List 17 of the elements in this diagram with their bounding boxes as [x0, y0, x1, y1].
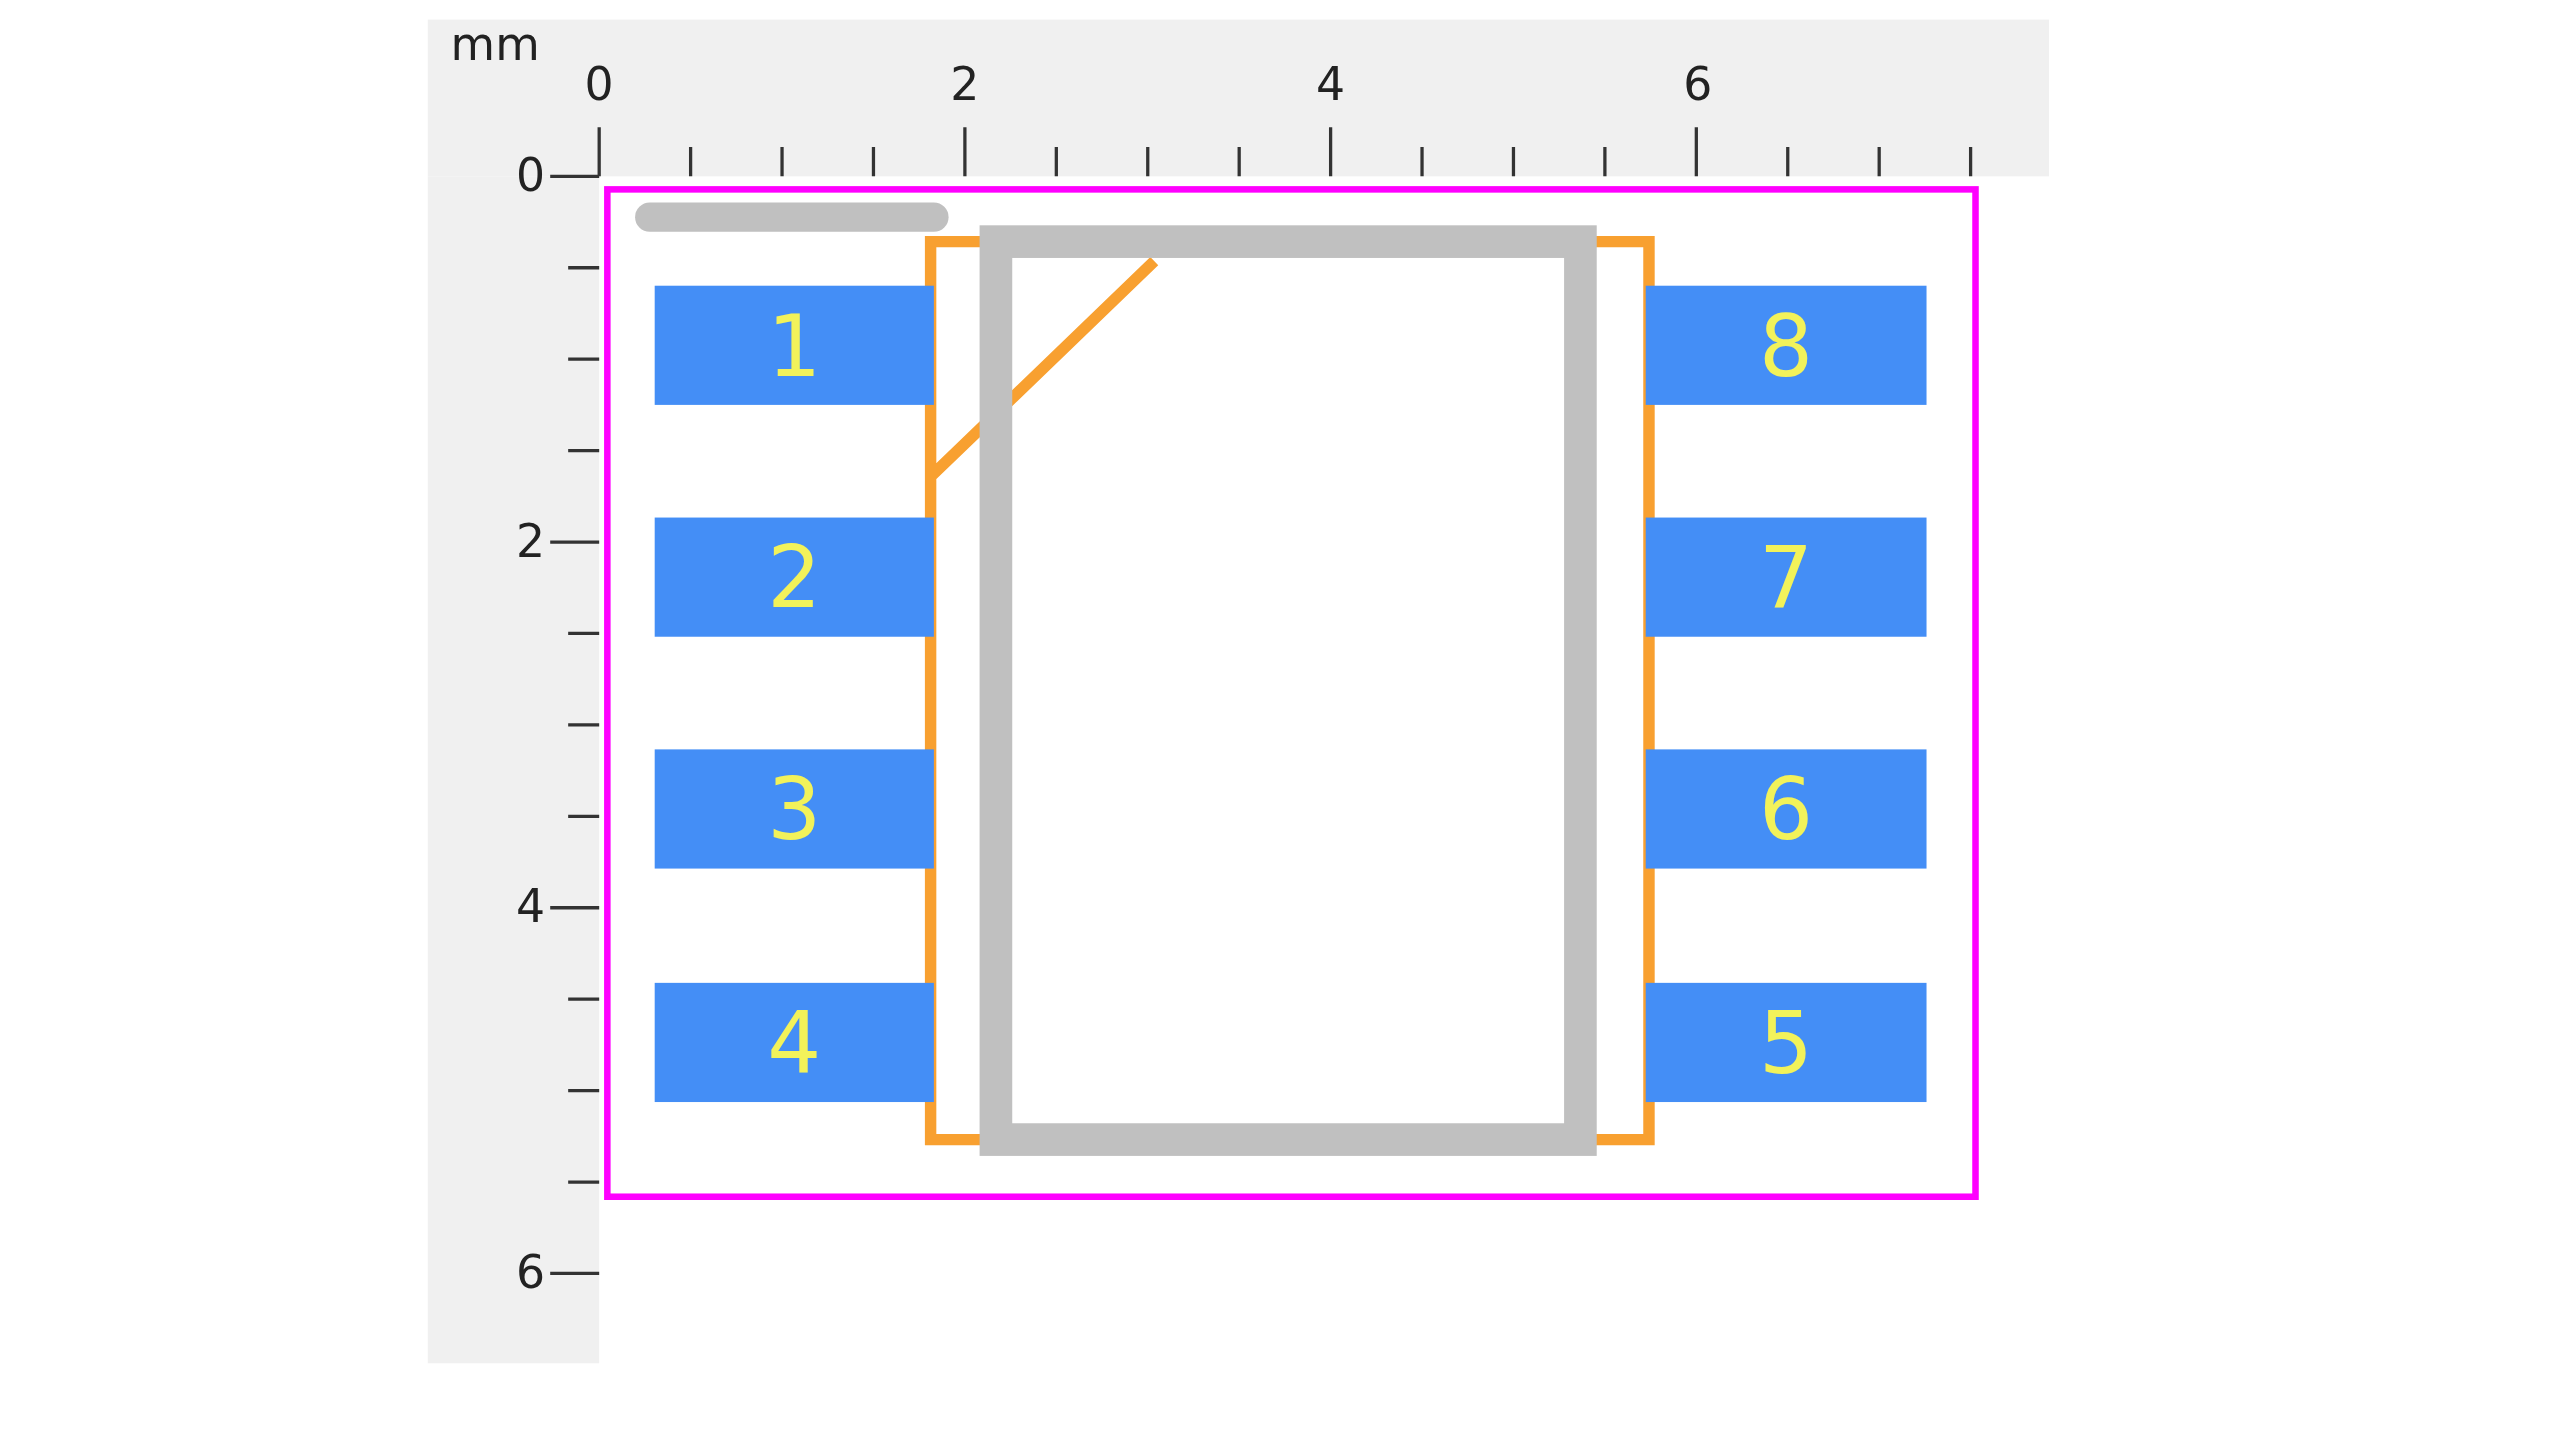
scale-number: 2 [515, 519, 545, 565]
scale-number: 4 [1315, 62, 1345, 108]
pad: 5 [1645, 982, 1927, 1103]
scale-number: 0 [584, 62, 614, 108]
pad: 3 [654, 749, 934, 869]
pad: 6 [1645, 749, 1927, 869]
pad: 7 [1645, 517, 1927, 637]
pad: 1 [654, 285, 934, 405]
pad: 4 [654, 982, 934, 1103]
scale-number: 6 [1683, 62, 1713, 108]
scale-number: 6 [515, 1250, 545, 1297]
unit-label: mm [450, 22, 540, 69]
pad: 2 [654, 517, 934, 637]
scale-number: 0 [515, 153, 545, 200]
scale-number: 2 [950, 62, 980, 108]
pad: 8 [1645, 285, 1927, 405]
scale-number: 4 [515, 884, 545, 931]
